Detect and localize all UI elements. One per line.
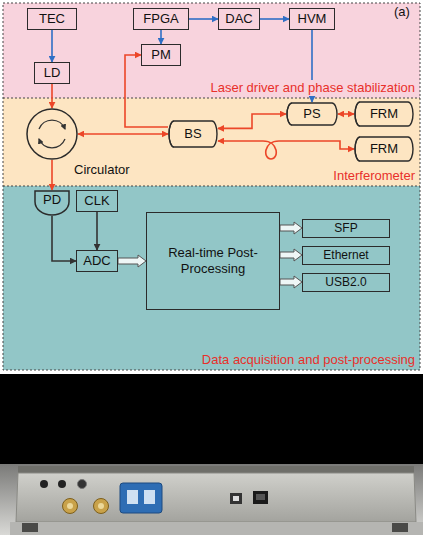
fiber-component: FRM — [354, 136, 414, 162]
device-foot — [22, 523, 38, 532]
connector — [189, 18, 218, 20]
device-base — [10, 522, 423, 535]
box-label: Real-time Post-Processing — [154, 245, 272, 276]
usb-port — [230, 493, 242, 504]
band-ground — [3, 3, 420, 98]
box-label: HVM — [298, 11, 327, 27]
connector — [260, 18, 289, 20]
fiber-component: PS — [286, 102, 338, 126]
box-label: FRM — [370, 106, 398, 122]
sma-connector — [67, 503, 73, 509]
ethernet-port — [253, 491, 268, 504]
block-box: SFP — [302, 219, 390, 238]
region-band: Laser driver and phase stabilization TEC L… — [3, 3, 420, 98]
box-label: FRM — [370, 141, 398, 157]
panel-jack — [40, 480, 48, 488]
connector — [51, 84, 53, 108]
connector — [118, 255, 146, 267]
connector — [96, 212, 98, 250]
band-ground — [3, 186, 420, 370]
block-box: TEC — [27, 8, 77, 30]
shape-outline — [26, 108, 78, 160]
block-box: LD — [34, 62, 70, 84]
component-label: Circulator — [74, 162, 130, 178]
band-label: Data acquisition and post-processing — [200, 352, 417, 368]
fiber-component: FRM — [354, 101, 414, 127]
connector — [338, 113, 354, 115]
block-box: FPGA — [133, 8, 189, 30]
fiber-port — [144, 490, 155, 504]
box-label: PM — [151, 47, 171, 63]
block-box: PM — [141, 44, 181, 66]
panel-label: (a) — [394, 4, 410, 20]
connector — [160, 30, 162, 44]
panel-jack — [78, 480, 87, 489]
box-label: DAC — [225, 11, 252, 27]
sma-connector — [94, 499, 109, 514]
device-lid — [18, 466, 414, 473]
photo-backdrop — [0, 374, 423, 535]
connector — [218, 141, 354, 159]
band-label: Interferometer — [331, 168, 417, 184]
block-box: Real-time Post-Processing — [146, 212, 280, 310]
band-ground — [3, 98, 420, 186]
ethernet-port — [256, 494, 265, 500]
connector — [51, 160, 53, 190]
region-band: Interferometer Circulator BS PS FRM FRM — [3, 98, 420, 186]
box-label: CLK — [84, 193, 109, 209]
fiber-component: BS — [168, 120, 218, 148]
sma-connector — [98, 503, 104, 509]
connector — [280, 249, 302, 261]
box-label: LD — [44, 65, 61, 81]
sma-connector — [63, 499, 78, 514]
block-box: HVM — [289, 8, 335, 30]
dotted-frame — [3, 3, 420, 370]
box-label: BS — [184, 126, 201, 142]
circulator-symbol: Circulator — [26, 108, 78, 160]
photo-floor — [0, 464, 423, 535]
region-band: Data acquisition and post-processing PD CL… — [3, 186, 420, 370]
box-label: FPGA — [143, 11, 178, 27]
box-label: USB2.0 — [325, 275, 366, 289]
block-box: ADC — [76, 250, 118, 272]
box-label: PS — [303, 106, 320, 122]
connector — [51, 30, 53, 62]
band-label: Laser driver and phase stabilization — [208, 80, 417, 96]
box-label: TEC — [39, 11, 65, 27]
block-box: Ethernet — [302, 246, 390, 265]
device-front-panel — [16, 473, 416, 522]
dotted-divider — [3, 186, 420, 187]
panel-jack — [58, 480, 66, 488]
connector — [280, 276, 302, 288]
dotted-divider — [3, 98, 420, 99]
photodetector-symbol: PD — [34, 190, 70, 216]
usb-port — [233, 496, 239, 501]
block-box: USB2.0 — [302, 273, 390, 292]
fiber-connector — [120, 483, 162, 513]
box-label: SFP — [334, 221, 357, 235]
block-box: DAC — [218, 8, 260, 30]
connector — [218, 114, 286, 128]
box-label: Ethernet — [323, 248, 368, 262]
block-box: CLK — [76, 190, 118, 212]
fiber-port — [127, 490, 138, 504]
device-foot — [392, 523, 408, 532]
connector — [52, 216, 76, 261]
device-photo — [0, 374, 423, 535]
connector — [78, 133, 168, 135]
box-label: ADC — [83, 253, 110, 269]
connector — [280, 222, 302, 234]
box-label: PD — [43, 192, 61, 208]
